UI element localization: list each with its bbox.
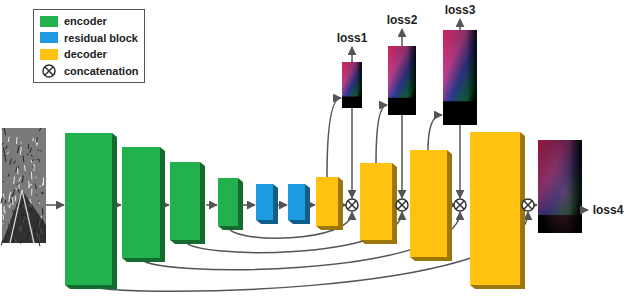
- legend-entry: decoder: [34, 46, 144, 63]
- decoder-block: [470, 132, 525, 289]
- legend-swatch: [40, 16, 58, 27]
- residual-block: [256, 184, 278, 224]
- concatenation-symbol: [454, 199, 466, 211]
- loss-label: loss4: [593, 203, 624, 217]
- legend-swatch: [40, 32, 58, 43]
- concatenation-symbol: [346, 199, 358, 211]
- loss-arrow: [459, 19, 461, 30]
- flow-output-image: [376, 46, 416, 198]
- input-image: [1, 128, 46, 246]
- legend-text: encoder: [64, 15, 107, 27]
- flow-arrow: [166, 204, 169, 206]
- decoder-block: [360, 163, 397, 244]
- legend-text: concatenation: [64, 65, 139, 77]
- loss-label: loss2: [387, 13, 418, 27]
- legend-entry: concatenation: [34, 63, 144, 80]
- concatenation-symbol: [40, 64, 58, 78]
- loss-arrow: [582, 209, 588, 211]
- flow-output-image: [327, 62, 362, 198]
- legend-entry: residual block: [34, 30, 144, 47]
- decoder-block: [316, 177, 343, 230]
- encoder-block: [65, 133, 117, 289]
- residual-block: [288, 184, 310, 224]
- encoder-block: [218, 178, 243, 230]
- legend-box: encoder residual block decoder concatenatio…: [33, 9, 145, 83]
- encoder-block: [122, 147, 165, 262]
- flow-arrow: [278, 204, 287, 206]
- flow-arrow: [118, 204, 121, 206]
- legend-text: decoder: [64, 48, 107, 60]
- loss-label: loss3: [445, 3, 476, 17]
- legend-swatch: [40, 49, 58, 60]
- concatenation-symbol: [522, 199, 534, 211]
- legend-entry: encoder: [34, 13, 144, 30]
- concatenation-symbol: [396, 199, 408, 211]
- flow-arrow: [243, 204, 255, 206]
- final-flow-image: [538, 140, 582, 233]
- loss-arrow: [401, 29, 403, 46]
- loss-arrow: [351, 47, 353, 62]
- flow-arrow: [46, 204, 64, 206]
- flow-output-image: [428, 30, 477, 198]
- legend-text: residual block: [64, 32, 138, 44]
- flow-arrow: [206, 204, 217, 206]
- flow-arrow: [310, 204, 315, 206]
- encoder-block: [170, 162, 205, 244]
- loss-label: loss1: [337, 31, 368, 45]
- decoder-block: [410, 150, 452, 261]
